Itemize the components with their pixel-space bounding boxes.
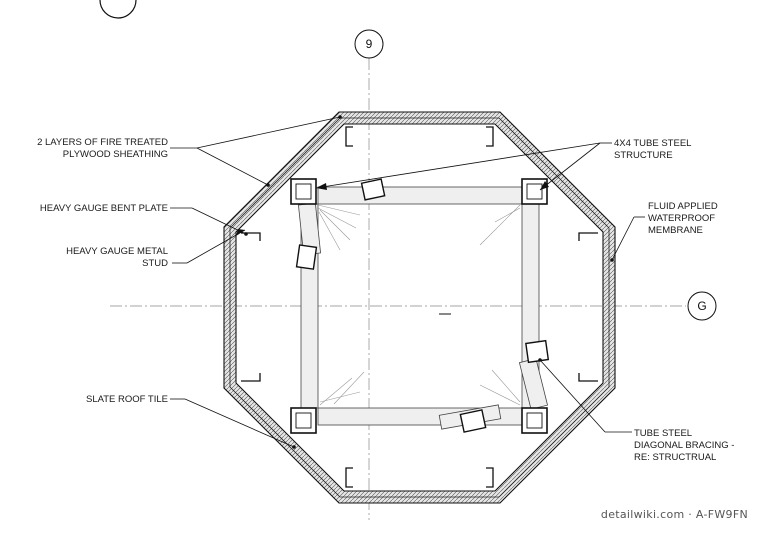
label-plywood-line2: PLYWOOD SHEATHING (63, 149, 168, 160)
leader-arrowheads (236, 181, 549, 236)
grid-bubble-g-text: G (697, 299, 706, 313)
grid-bubble-9-text: 9 (366, 37, 373, 51)
diagonal-bracing-tubes (295, 178, 550, 433)
octagon-wall-sheathing (223, 111, 616, 504)
label-tube-line1: 4X4 TUBE STEEL (614, 138, 691, 149)
watermark: detailwiki.com · A-FW9FN (601, 508, 748, 521)
grid-bubble-g: G (687, 291, 717, 321)
label-stud-line2: STUD (142, 258, 168, 269)
bracing-gusset-lines (317, 204, 521, 406)
label-brace-line1: TUBE STEEL (634, 428, 692, 439)
partial-grid-bubble (99, 0, 137, 19)
label-bent-plate: HEAVY GAUGE BENT PLATE (40, 203, 168, 214)
label-tube-line2: STRUCTURE (614, 150, 673, 161)
label-fluid-line2: WATERPROOF (648, 213, 715, 224)
label-stud-line1: HEAVY GAUGE METAL (66, 246, 168, 257)
label-slate: SLATE ROOF TILE (86, 394, 168, 405)
octagon-inner-line (229, 117, 610, 498)
inner-frame-beams (297, 186, 549, 430)
leader-dots (244, 115, 614, 449)
label-fluid-line3: MEMBRANE (648, 225, 703, 236)
leader-lines (170, 116, 645, 448)
label-fluid-line1: FLUID APPLIED (648, 201, 718, 212)
label-plywood-line1: 2 LAYERS OF FIRE TREATED (37, 137, 168, 148)
label-brace-line3: RE: STRUCTRUAL (634, 452, 716, 463)
tube-steel-posts (290, 178, 548, 434)
label-brace-line2: DIAGONAL BRACING - (634, 440, 734, 451)
grid-bubble-9: 9 (354, 29, 384, 59)
